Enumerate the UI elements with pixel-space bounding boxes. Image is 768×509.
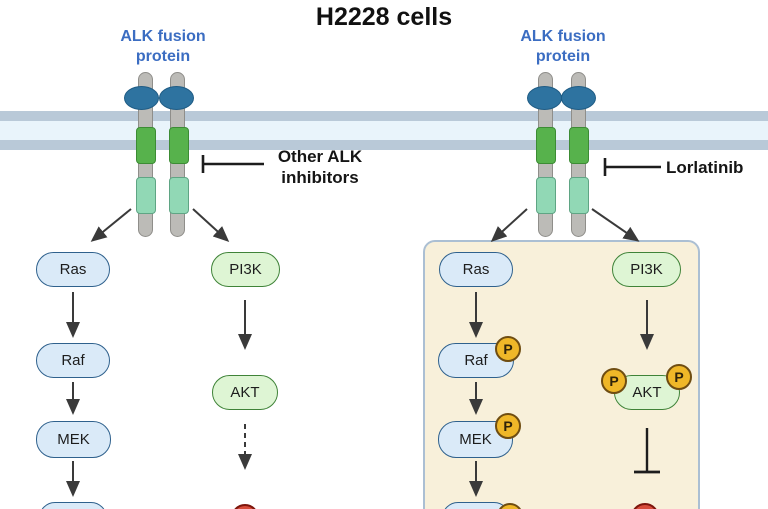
node-pi3k-left: PI3K	[211, 252, 280, 287]
receptor-label-left-line1: ALK fusion	[120, 28, 206, 45]
receptor-transmembrane-domain-icon	[169, 127, 189, 164]
receptor-label-left: ALK fusion protein	[83, 27, 243, 67]
receptor-label-right: ALK fusion protein	[483, 27, 643, 67]
receptor-kinase-domain-icon	[169, 177, 189, 214]
cell-membrane	[0, 111, 768, 150]
node-cutoff-bottom-left	[39, 502, 107, 509]
inhibited-signal-icon	[231, 504, 259, 509]
arrow-receptor-to-ras-right	[490, 208, 528, 243]
node-mek-left: MEK	[36, 421, 111, 458]
membrane-core	[0, 121, 768, 140]
inhibitor-label-left-line2: inhibitors	[281, 168, 359, 187]
arrow-receptor-to-ras-left	[90, 208, 132, 242]
inhibitor-label-right: Lorlatinib	[666, 158, 744, 177]
membrane-inner-leaflet	[0, 140, 768, 150]
receptor-label-right-line1: ALK fusion	[520, 28, 606, 45]
membrane-outer-leaflet	[0, 111, 768, 121]
receptor-label-right-line2: protein	[535, 48, 591, 65]
phospho-badge-akt-right: P	[666, 364, 692, 390]
receptor-head-icon	[159, 86, 194, 110]
receptor-label-left-line2: protein	[135, 48, 191, 65]
node-raf-left: Raf	[36, 343, 110, 378]
inhibitor-label-left-line1: Other ALK	[277, 147, 363, 166]
receptor-transmembrane-domain-icon	[536, 127, 556, 164]
receptor-kinase-domain-icon	[569, 177, 589, 214]
node-pi3k-right: PI3K	[612, 252, 681, 287]
diagram-title: H2228 cells	[315, 3, 453, 31]
phospho-badge-mek: P	[495, 413, 521, 439]
arrow-receptor-to-pi3k-right	[591, 208, 640, 242]
receptor-head-icon	[124, 86, 159, 110]
arrow-receptor-to-pi3k-left	[192, 208, 230, 243]
receptor-head-icon	[561, 86, 596, 110]
receptor-transmembrane-domain-icon	[136, 127, 156, 164]
receptor-head-icon	[527, 86, 562, 110]
inhibitor-label-left: Other ALK inhibitors	[262, 146, 378, 188]
phospho-badge-akt-left: P	[601, 368, 627, 394]
receptor-kinase-domain-icon	[536, 177, 556, 214]
node-ras-left: Ras	[36, 252, 110, 287]
node-ras-right: Ras	[439, 252, 513, 287]
phospho-badge-raf: P	[495, 336, 521, 362]
node-akt-left: AKT	[212, 375, 278, 410]
receptor-kinase-domain-icon	[136, 177, 156, 214]
receptor-transmembrane-domain-icon	[569, 127, 589, 164]
